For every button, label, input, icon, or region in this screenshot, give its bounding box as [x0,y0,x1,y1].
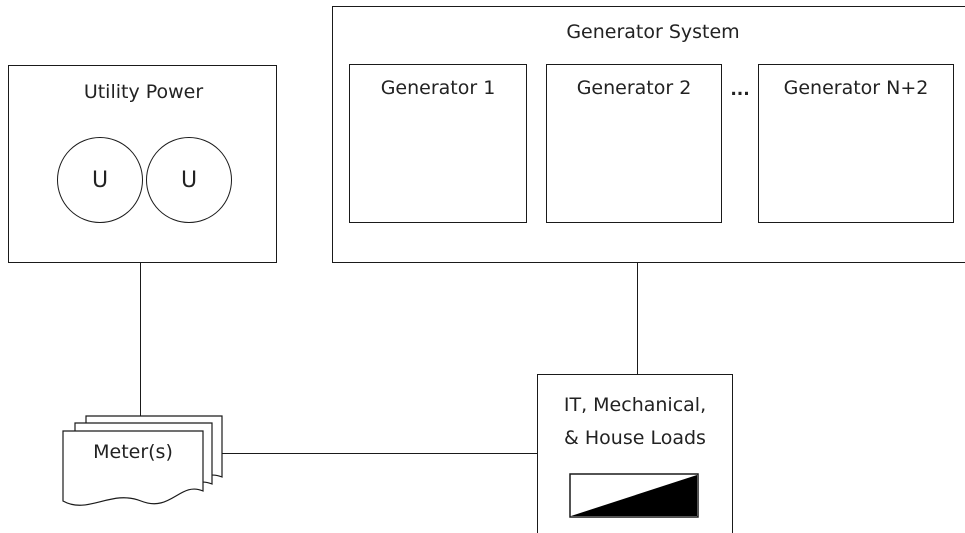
meter-to-loads-wire [222,453,537,454]
generator-ellipsis: ... [730,80,750,100]
utility-power-box: Utility Power U U [8,65,277,263]
generator-2-label: Generator 2 [576,77,692,99]
load-indicator-wedge [571,475,697,516]
generator-n2-box: Generator N+2 [758,64,954,223]
generator-system-title: Generator System [566,21,740,43]
generator-2-box: Generator 2 [546,64,722,223]
meter-label: Meter(s) [93,441,173,463]
utility-source-label-1: U [91,167,109,193]
generator-to-loads-wire [637,262,638,375]
loads-label-line2: & House Loads [564,427,706,449]
generator-n2-label: Generator N+2 [783,77,929,99]
generator-1-box: Generator 1 [349,64,527,223]
utility-source-label-2: U [180,167,198,193]
loads-label-line1: IT, Mechanical, [563,394,707,416]
utility-to-meter-wire [140,262,141,418]
meter-page-front [62,430,204,506]
utility-source-circle-1: U [57,137,143,223]
utility-power-title: Utility Power [83,81,204,103]
generator-1-label: Generator 1 [380,77,496,99]
utility-source-circle-2: U [146,137,232,223]
